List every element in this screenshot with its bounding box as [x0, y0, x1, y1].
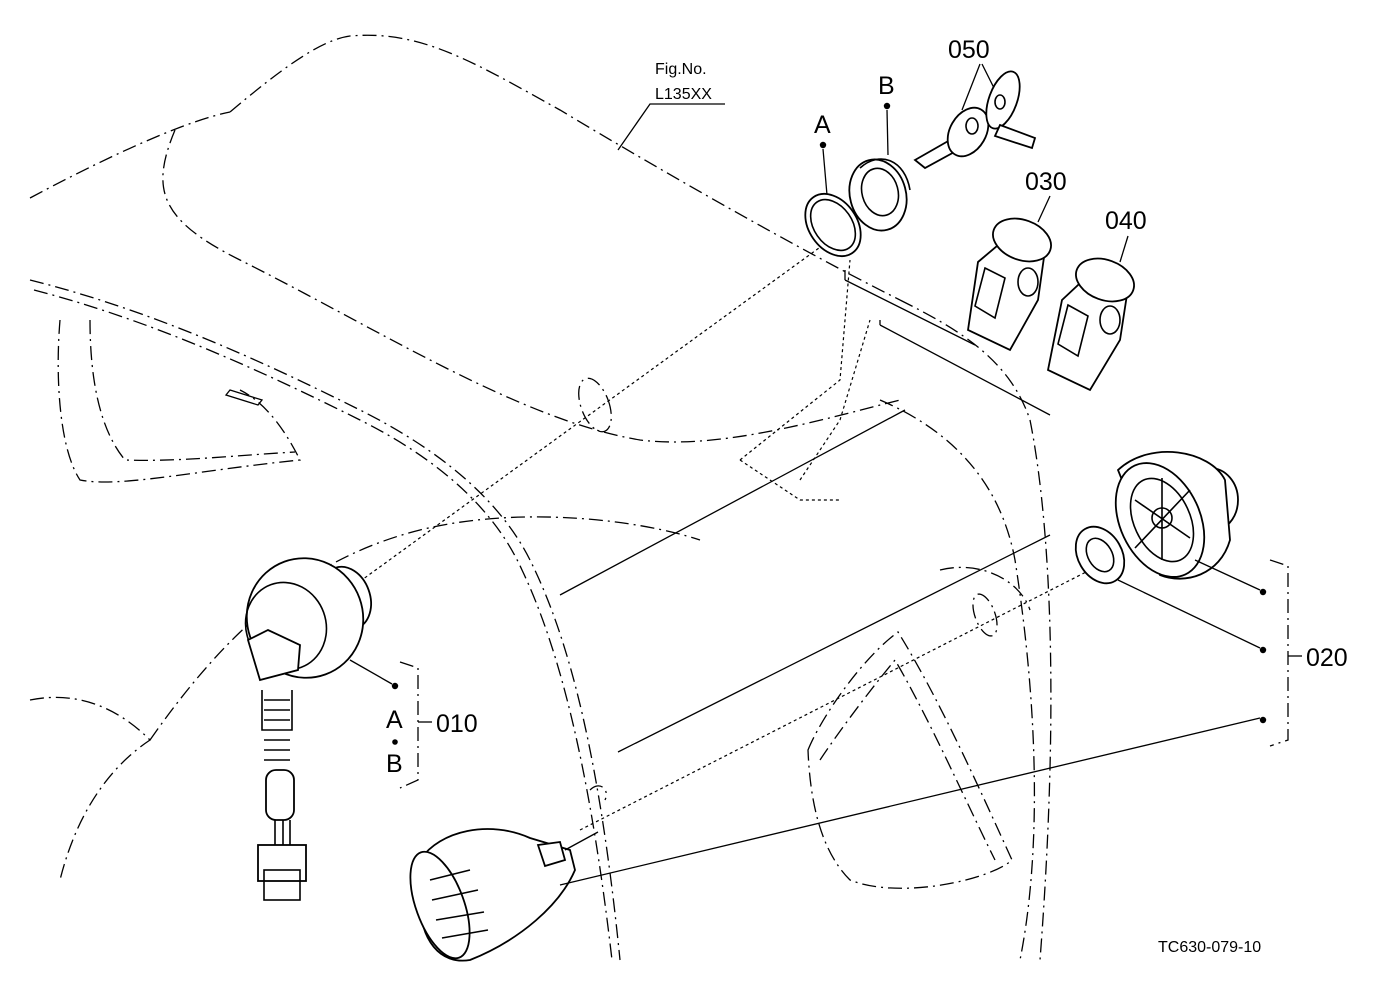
- ref-a-label: A: [814, 111, 831, 139]
- fig-label: Fig.No.: [655, 61, 707, 78]
- part-010-ref-a: A: [386, 706, 403, 734]
- part-010-callout: 010 A B: [349, 659, 478, 789]
- part-010-label: 010: [436, 710, 478, 738]
- assembly-lines: [354, 239, 1091, 831]
- fig-number: L135XX: [655, 86, 712, 103]
- part-010-key-switch: [244, 557, 372, 901]
- part-010-ref-b: B: [386, 750, 403, 778]
- part-020-connector: [409, 828, 599, 962]
- part-030-label: 030: [1025, 168, 1067, 196]
- figure-number-callout: Fig.No. L135XX: [617, 61, 725, 151]
- part-050-label: 050: [948, 36, 990, 64]
- part-020-housing: [1114, 450, 1239, 580]
- ref-b-label: B: [878, 72, 895, 100]
- ref-b-bezel: B: [848, 72, 911, 232]
- drawing-code: TC630-079-10: [1158, 939, 1261, 956]
- part-020-nut: [1074, 525, 1126, 585]
- key-icon: [985, 70, 1037, 150]
- part-030-switch: 030: [967, 168, 1067, 352]
- switch-group-leader: [844, 270, 1051, 416]
- ref-a-ring: A: [804, 111, 862, 257]
- part-050-keys: 050: [913, 36, 1037, 170]
- key-icon: [913, 106, 990, 170]
- tractor-body-outline: [29, 34, 1052, 961]
- part-020-label: 020: [1306, 644, 1348, 672]
- part-040-switch: 040: [1046, 207, 1147, 392]
- part-020-callout: 020: [559, 559, 1348, 886]
- part-040-label: 040: [1105, 207, 1147, 235]
